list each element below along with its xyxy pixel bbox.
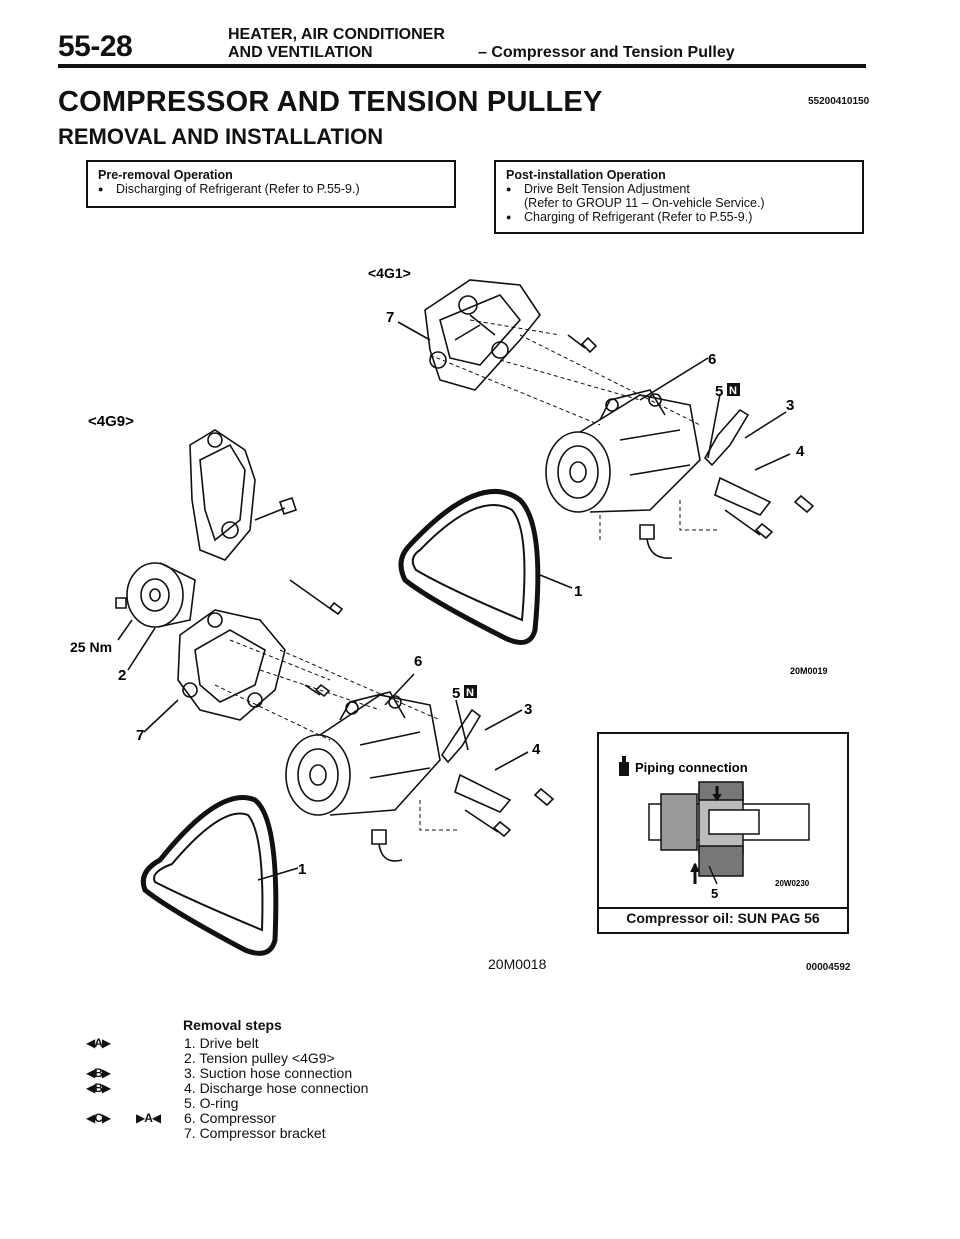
compressor-4g9-drawing xyxy=(285,691,441,816)
replace-part-icon-letter: N xyxy=(729,385,737,397)
replace-part-icon xyxy=(464,685,477,698)
subsection-title: – Compressor and Tension Pulley xyxy=(478,44,735,61)
compressor-bracket-4g9-drawing xyxy=(189,429,256,561)
page-subtitle: REMOVAL AND INSTALLATION xyxy=(58,124,384,149)
removal-steps-heading: Removal steps xyxy=(183,1017,282,1033)
discharge-hose-connection-4g1 xyxy=(714,476,772,516)
pre-removal-box: Pre-removal Operation Discharging of Ref… xyxy=(86,160,456,208)
header-rule xyxy=(58,64,866,68)
figure-code-top: 20M0019 xyxy=(790,666,828,676)
inset-divider xyxy=(597,907,849,909)
removal-step-2: 2. Tension pulley <4G9> xyxy=(184,1050,335,1066)
callout-5-inset: 5 xyxy=(711,886,718,901)
callout-4-top: 4 xyxy=(796,443,805,460)
callout-7-bottom: 7 xyxy=(136,727,144,744)
callout-1-top: 1 xyxy=(574,583,582,600)
piping-connection-title: Piping connection xyxy=(635,760,748,775)
callout-4-bottom: 4 xyxy=(532,741,541,758)
drive-belt-4g9-drawing xyxy=(140,795,279,956)
callout-5-top: 5 xyxy=(715,383,723,400)
removal-step-1: 1. Drive belt xyxy=(184,1035,259,1051)
callout-1-bottom: 1 xyxy=(298,861,306,878)
pre-removal-item: Discharging of Refrigerant (Refer to P.5… xyxy=(98,182,444,196)
page-number: 55-28 xyxy=(58,30,133,63)
callout-5-bottom: 5 xyxy=(452,685,460,702)
removal-step-5: 5. O-ring xyxy=(184,1095,239,1111)
installation-mark-a: ▶A◀ xyxy=(136,1111,161,1125)
suction-hose-connection-4g1 xyxy=(704,408,750,467)
piping-connection-drawing: Piping connection 5 20W0230 xyxy=(619,756,810,901)
removal-mark-c: ◀C▶ xyxy=(86,1111,111,1125)
figure-code-overall: 00004592 xyxy=(806,962,851,973)
callout-3-bottom: 3 xyxy=(524,701,532,718)
drive-belt-4g1-drawing xyxy=(398,489,541,645)
replace-part-icon-letter: N xyxy=(466,687,474,699)
post-installation-item: Charging of Refrigerant (Refer to P.55-9… xyxy=(506,210,852,224)
exploded-view-diagram: <4G1> <4G9> 7 6 5 N 3 4 1 20M0019 25 Nm … xyxy=(70,265,828,956)
compressor-bracket-4g9-lower-drawing xyxy=(177,609,286,721)
removal-mark-a: ◀A▶ xyxy=(86,1036,111,1050)
section-title-line1: HEATER, AIR CONDITIONER xyxy=(228,26,445,43)
post-installation-box: Post-installation Operation Drive Belt T… xyxy=(494,160,864,234)
page-title: COMPRESSOR AND TENSION PULLEY xyxy=(58,86,603,118)
removal-step-7: 7. Compressor bracket xyxy=(184,1125,326,1141)
section-title-line2: AND VENTILATION xyxy=(228,44,373,61)
document-code: 55200410150 xyxy=(808,96,870,107)
figure-code-piping: 20W0230 xyxy=(775,879,810,888)
removal-mark-b: ◀B▶ xyxy=(86,1081,111,1095)
callout-3-top: 3 xyxy=(786,397,794,414)
tension-pulley-drawing xyxy=(126,562,196,628)
compressor-bracket-4g1-drawing xyxy=(424,279,541,391)
oil-can-icon xyxy=(619,756,629,776)
callout-6-bottom: 6 xyxy=(414,653,422,670)
removal-step-4: 4. Discharge hose connection xyxy=(184,1080,369,1096)
callout-2: 2 xyxy=(118,667,126,684)
engine-label-4g1: <4G1> xyxy=(368,265,411,281)
replace-part-icon xyxy=(727,383,740,396)
post-installation-item-note: (Refer to GROUP 11 – On-vehicle Service.… xyxy=(524,196,765,210)
post-installation-heading: Post-installation Operation xyxy=(506,168,666,182)
removal-step-3: 3. Suction hose connection xyxy=(184,1065,353,1081)
callout-7-top: 7 xyxy=(386,309,394,326)
suction-hose-connection-4g9 xyxy=(441,708,482,764)
post-installation-item: Drive Belt Tension Adjustment xyxy=(506,182,852,196)
figure-code-bottom: 20M0018 xyxy=(488,956,547,972)
engine-label-4g9: <4G9> xyxy=(88,413,134,430)
removal-step-6: 6. Compressor xyxy=(184,1110,276,1126)
piping-connection-inset: Piping connection 5 20W0230 xyxy=(597,732,849,934)
pre-removal-heading: Pre-removal Operation xyxy=(98,168,233,182)
compressor-4g1-drawing xyxy=(545,389,701,513)
compressor-oil-note: Compressor oil: SUN PAG 56 xyxy=(626,910,820,926)
callout-6-top: 6 xyxy=(708,351,716,368)
torque-value: 25 Nm xyxy=(70,639,112,655)
removal-mark-b: ◀B▶ xyxy=(86,1066,111,1080)
